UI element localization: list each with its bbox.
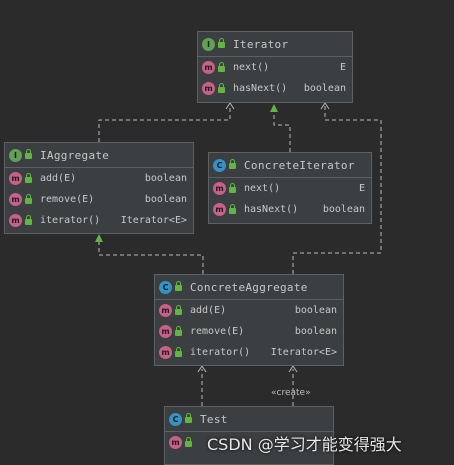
member-name: hasNext() <box>244 204 299 215</box>
class-box-test[interactable]: C Test m <box>164 406 334 465</box>
class-name: ConcreteIterator <box>244 158 355 172</box>
member-row[interactable]: m hasNext() boolean <box>209 199 371 220</box>
method-icon: m <box>202 61 215 74</box>
dependency-line-concreteaggregate-iterator <box>292 106 382 274</box>
public-visibility-icon <box>25 172 32 183</box>
create-stereotype-label: «create» <box>271 388 311 398</box>
public-visibility-icon <box>25 193 32 204</box>
member-row[interactable]: m iterator() Iterator<E> <box>155 342 343 363</box>
member-type: E <box>358 183 365 194</box>
dependency-arrowhead-concreteaggregate-left <box>197 365 207 373</box>
public-visibility-icon <box>229 182 236 193</box>
dependency-arrowhead-iterator-left <box>225 102 235 110</box>
member-type: boolean <box>144 194 187 205</box>
member-name: remove(E) <box>40 194 95 205</box>
member-row[interactable]: m add(E) boolean <box>5 168 193 189</box>
member-row[interactable]: m iterator() Iterator<E> <box>5 210 193 231</box>
interface-icon: I <box>202 37 215 51</box>
class-name: IAggregate <box>40 148 110 162</box>
class-name: ConcreteAggregate <box>190 280 308 294</box>
watermark: CSDN @学习才能变得强大 <box>207 435 402 454</box>
public-visibility-icon <box>218 82 225 93</box>
class-header: C ConcreteAggregate <box>155 275 343 300</box>
public-visibility-icon <box>218 38 225 48</box>
class-icon: C <box>213 158 226 172</box>
public-visibility-icon <box>175 346 182 357</box>
public-visibility-icon <box>229 203 236 214</box>
method-icon: m <box>159 346 172 359</box>
method-icon: m <box>9 214 22 227</box>
public-visibility-icon <box>175 325 182 336</box>
member-type: Iterator<E> <box>270 347 337 358</box>
member-type: Iterator<E> <box>120 215 187 226</box>
method-icon: m <box>213 182 226 195</box>
member-type: boolean <box>294 326 337 337</box>
member-name: add(E) <box>40 173 77 184</box>
method-icon: m <box>213 203 226 216</box>
method-icon: m <box>9 172 22 185</box>
realization-line-concreteiterator-iterator <box>273 112 291 152</box>
public-visibility-icon <box>185 413 192 423</box>
member-type: boolean <box>322 204 365 215</box>
realization-line-concreteaggregate-iaggregate <box>98 240 204 274</box>
class-header: I Iterator <box>198 32 352 57</box>
member-name: remove(E) <box>190 326 245 337</box>
class-icon: C <box>169 412 182 426</box>
class-box-concreteiterator[interactable]: C ConcreteIterator m next() E m hasNext(… <box>208 152 372 224</box>
dependency-arrowhead-iterator-right <box>320 102 330 110</box>
member-type: boolean <box>294 305 337 316</box>
member-name: iterator() <box>190 347 251 358</box>
class-box-iterator[interactable]: I Iterator m next() E m hasNext() boolea… <box>197 31 353 103</box>
member-row[interactable]: m remove(E) boolean <box>155 321 343 342</box>
public-visibility-icon <box>185 436 192 447</box>
member-name: next() <box>244 183 281 194</box>
class-name: Test <box>200 412 228 426</box>
class-icon: C <box>159 280 172 294</box>
member-row[interactable]: m next() E <box>198 57 352 78</box>
class-header: I IAggregate <box>5 143 193 168</box>
member-row[interactable]: m add(E) boolean <box>155 300 343 321</box>
member-type: boolean <box>144 173 187 184</box>
realization-arrowhead-iaggregate <box>95 234 103 242</box>
interface-icon: I <box>9 148 22 162</box>
member-row[interactable]: m hasNext() boolean <box>198 78 352 99</box>
class-box-concreteaggregate[interactable]: C ConcreteAggregate m add(E) boolean m r… <box>154 274 344 366</box>
member-name: add(E) <box>190 305 227 316</box>
realization-arrowhead-iterator <box>270 104 278 112</box>
public-visibility-icon <box>218 61 225 72</box>
create-arrowhead-concreteaggregate <box>288 365 298 373</box>
public-visibility-icon <box>175 304 182 315</box>
method-icon: m <box>169 436 182 449</box>
public-visibility-icon <box>175 281 182 291</box>
method-icon: m <box>159 304 172 317</box>
class-header: C ConcreteIterator <box>209 153 371 178</box>
method-icon: m <box>159 325 172 338</box>
member-row[interactable]: m <box>165 432 333 453</box>
member-name: hasNext() <box>233 83 288 94</box>
class-name: Iterator <box>233 37 289 51</box>
member-row[interactable]: m next() E <box>209 178 371 199</box>
method-icon: m <box>9 193 22 206</box>
dependency-line-iaggregate-iterator <box>98 106 231 142</box>
public-visibility-icon <box>25 149 32 159</box>
public-visibility-icon <box>229 159 236 169</box>
method-icon: m <box>202 82 215 95</box>
member-name: next() <box>233 62 270 73</box>
class-header: C Test <box>165 407 333 432</box>
member-name: iterator() <box>40 215 101 226</box>
public-visibility-icon <box>25 214 32 225</box>
class-box-iaggregate[interactable]: I IAggregate m add(E) boolean m remove(E… <box>4 142 194 234</box>
member-type: boolean <box>303 83 346 94</box>
member-row[interactable]: m remove(E) boolean <box>5 189 193 210</box>
member-type: E <box>339 62 346 73</box>
